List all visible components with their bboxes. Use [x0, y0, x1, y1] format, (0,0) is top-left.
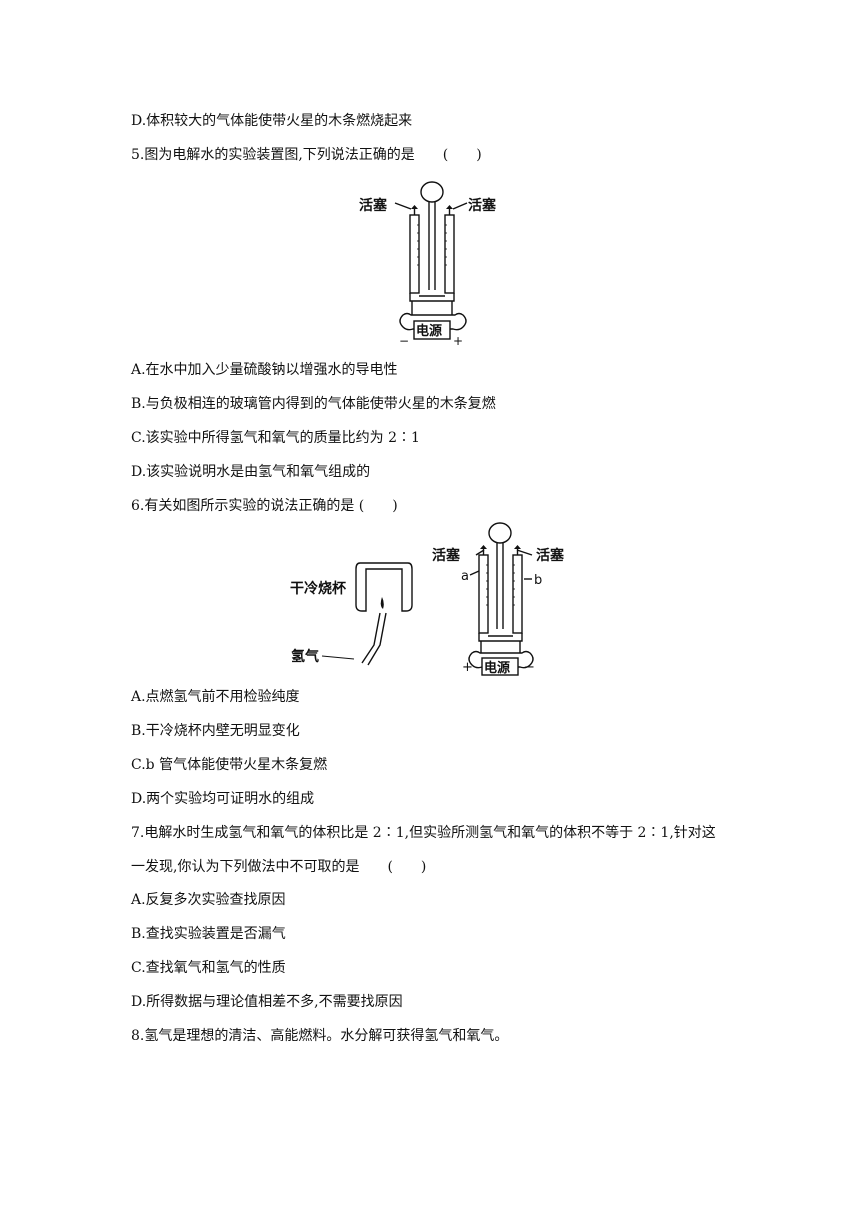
q5-stem: 5.图为电解水的实验装置图,下列说法正确的是 ( ) — [131, 147, 482, 163]
q7-option-d: D.所得数据与理论值相差不多,不需要找原因 — [131, 994, 403, 1010]
q6-plus-sign: + — [462, 660, 473, 675]
q5-electrolysis-figure: 活塞 活塞 电源 − + — [359, 181, 497, 347]
q6-power-label: 电源 — [484, 660, 510, 676]
q5-option-c: C.该实验中所得氢气和氧气的质量比约为 2∶1 — [131, 430, 420, 446]
q5-plus-sign: + — [453, 334, 463, 347]
q6-option-b: B.干冷烧杯内壁无明显变化 — [131, 723, 300, 739]
q6-stopcock-left-label: 活塞 — [432, 547, 461, 564]
q7-option-b: B.查找实验装置是否漏气 — [131, 926, 286, 942]
q5-option-a: A.在水中加入少量硫酸钠以增强水的导电性 — [131, 362, 398, 378]
q5-power-label: 电源 — [416, 323, 442, 339]
q6-stopcock-right-label: 活塞 — [536, 547, 565, 564]
q5-option-b: B.与负极相连的玻璃管内得到的气体能使带火星的木条复燃 — [131, 396, 496, 412]
q5-stopcock-left-label: 活塞 — [359, 197, 388, 214]
q6-tube-a-label: a — [461, 569, 469, 584]
q5-minus-sign: − — [399, 334, 409, 347]
q5-stopcock-right-label: 活塞 — [468, 197, 497, 214]
q6-beaker-label: 干冷烧杯 — [290, 580, 347, 597]
q4-option-d: D.体积较大的气体能使带火星的木条燃烧起来 — [131, 113, 413, 129]
q7-stem-line1: 7.电解水时生成氢气和氧气的体积比是 2∶1,但实验所测氢气和氧气的体积不等于 … — [131, 825, 716, 841]
q6-electrolysis-figure: 活塞 活塞 a b 电源 + − — [432, 522, 565, 676]
q8-stem: 8.氢气是理想的清洁、高能燃料。水分解可获得氢气和氧气。 — [131, 1028, 509, 1044]
q6-stem: 6.有关如图所示实验的说法正确的是 ( ) — [131, 498, 398, 514]
q6-option-d: D.两个实验均可证明水的组成 — [131, 791, 315, 807]
q5-option-d: D.该实验说明水是由氢气和氧气组成的 — [131, 464, 371, 480]
q6-option-a: A.点燃氢气前不用检验纯度 — [131, 689, 300, 705]
q7-stem-line2: 一发现,你认为下列做法中不可取的是 ( ) — [131, 859, 427, 875]
q6-option-c: C.b 管气体能使带火星木条复燃 — [131, 757, 328, 773]
q6-hydrogen-label: 氢气 — [291, 648, 319, 665]
q6-tube-b-label: b — [534, 573, 542, 588]
q7-option-a: A.反复多次实验查找原因 — [131, 892, 286, 908]
q6-hydrogen-combustion-figure: 干冷烧杯 氢气 — [290, 562, 413, 666]
q6-minus-sign: − — [524, 660, 535, 675]
q7-option-c: C.查找氧气和氢气的性质 — [131, 960, 286, 976]
